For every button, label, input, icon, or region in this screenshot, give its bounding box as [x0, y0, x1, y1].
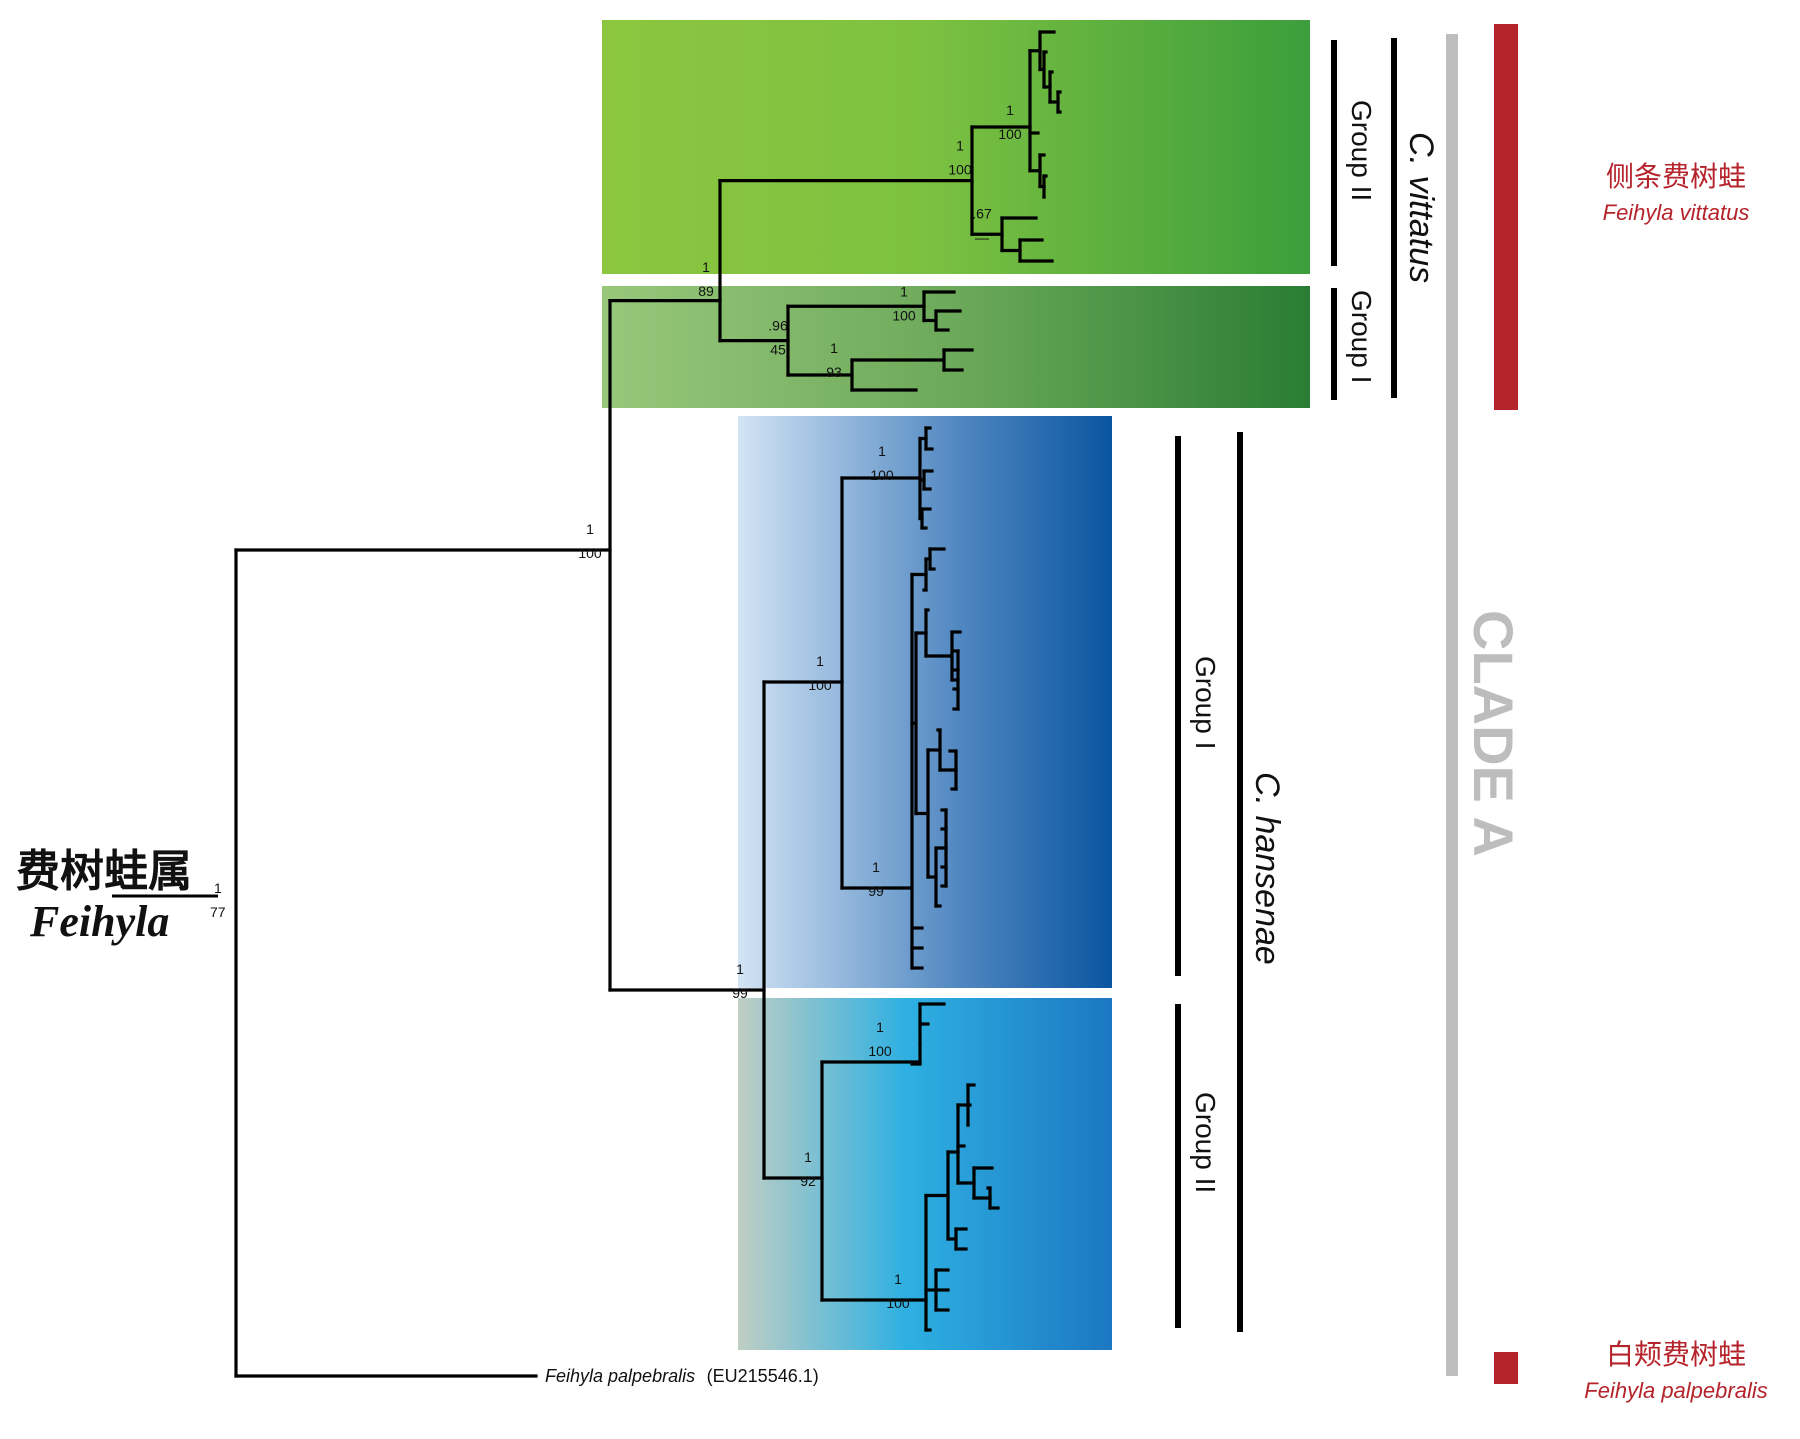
hansenae-species-label: C. hansenae — [1248, 772, 1286, 965]
support-bs: — — [975, 229, 989, 245]
outgroup-label: Feihyla palpebralis (EU215546.1) — [545, 1365, 819, 1387]
support-pp: 1 — [876, 1019, 884, 1035]
support-pp: 1 — [900, 283, 908, 299]
legend-palpebralis-lat: Feihyla palpebralis — [1584, 1378, 1767, 1403]
root-bs: 77 — [210, 904, 226, 920]
support-pp: 1 — [830, 340, 838, 356]
genus-name-lat: Feihyla — [29, 897, 169, 946]
support-values: .67—110011001100193.96451891100199110011… — [578, 102, 1022, 1311]
clade-a-bar — [1446, 34, 1458, 1376]
root-pp: 1 — [214, 880, 222, 896]
support-pp: 1 — [956, 138, 964, 154]
support-bs: 100 — [998, 126, 1022, 142]
support-pp: 1 — [586, 521, 594, 537]
legend-vittatus-cn: 侧条费树蛙 — [1606, 160, 1746, 193]
hansenae-group1-label: Group I — [1190, 656, 1221, 749]
vittatus-red-bar — [1494, 24, 1518, 410]
vittatus-group1-label: Group I — [1346, 290, 1377, 383]
outgroup-accession: (EU215546.1) — [707, 1366, 819, 1386]
support-pp: 1 — [736, 961, 744, 977]
support-pp: 1 — [816, 653, 824, 669]
support-bs: 100 — [578, 545, 602, 561]
outgroup-name: Feihyla palpebralis — [545, 1366, 695, 1386]
support-bs: 100 — [870, 467, 894, 483]
hansenae-group2-label: Group II — [1190, 1092, 1221, 1193]
vittatus-group1-box — [602, 286, 1310, 408]
support-bs: 99 — [732, 985, 748, 1001]
support-pp: 1 — [872, 859, 880, 875]
support-pp: 1 — [804, 1149, 812, 1165]
support-bs: 100 — [948, 162, 972, 178]
support-pp: 1 — [894, 1271, 902, 1287]
support-bs: 92 — [800, 1173, 816, 1189]
support-pp: 1 — [1006, 102, 1014, 118]
support-pp: .96 — [768, 318, 788, 334]
legend-vittatus-lat: Feihyla vittatus — [1603, 200, 1750, 225]
hansenae-group1-box — [738, 416, 1112, 988]
support-pp: .67 — [972, 205, 992, 221]
support-bs: 93 — [826, 364, 842, 380]
support-bs: 100 — [886, 1295, 910, 1311]
support-bs: 45 — [770, 342, 786, 358]
tree-branches — [234, 30, 1062, 1378]
support-bs: 100 — [892, 307, 916, 323]
vittatus-species-label: C. vittatus — [1402, 132, 1440, 283]
genus-name-cn: 费树蛙属 — [16, 846, 192, 897]
support-pp: 1 — [878, 443, 886, 459]
support-bs: 100 — [808, 677, 832, 693]
support-bs: 100 — [868, 1043, 892, 1059]
legend-palpebralis-cn: 白颊费树蛙 — [1606, 1338, 1746, 1371]
vittatus-group2-label: Group II — [1346, 100, 1377, 201]
support-bs: 89 — [698, 283, 714, 299]
palpebralis-red-bar — [1494, 1352, 1518, 1384]
support-pp: 1 — [702, 259, 710, 275]
clade-a-label: CLADE A — [1462, 610, 1525, 857]
support-bs: 99 — [868, 883, 884, 899]
